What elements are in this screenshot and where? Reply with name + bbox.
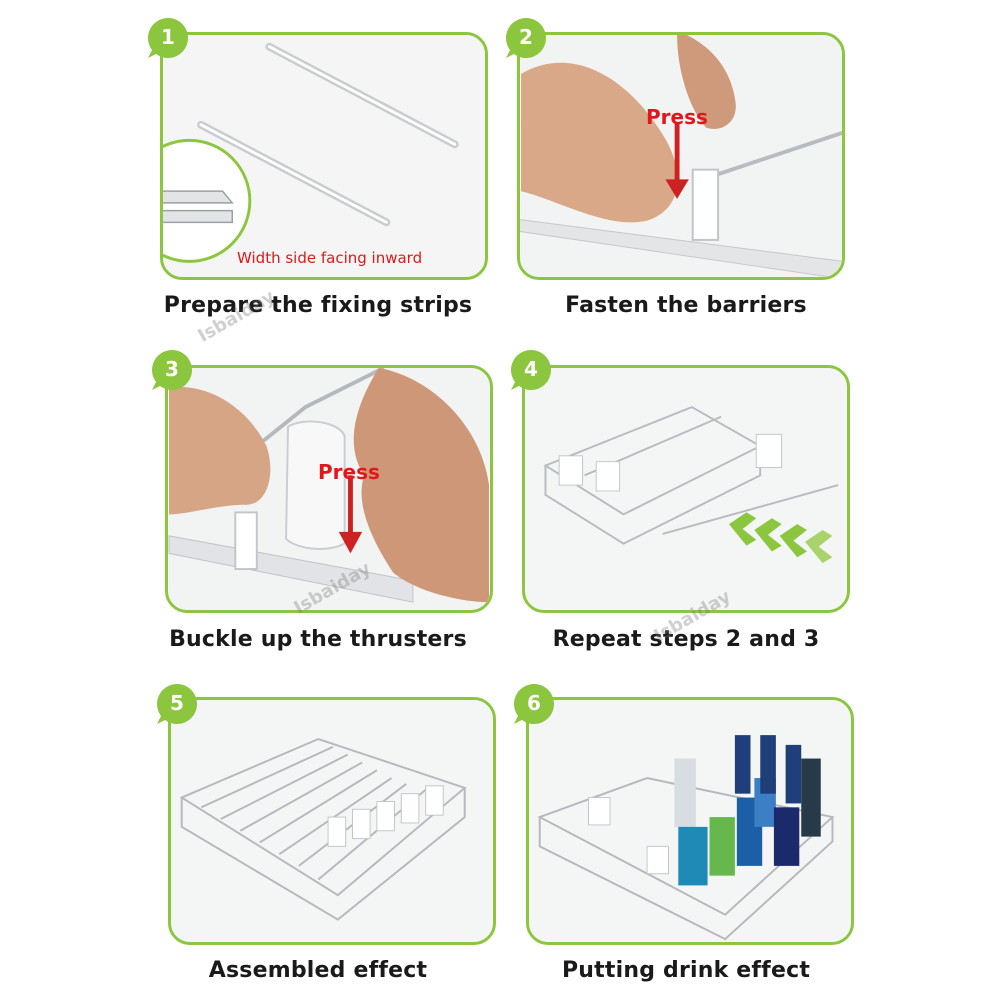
step-4-badge: 4 bbox=[509, 348, 553, 392]
thruster-buckle-photo bbox=[168, 368, 490, 610]
step-2-panel: Press bbox=[517, 32, 845, 280]
barrier-fastening-photo bbox=[520, 35, 842, 277]
step-2-number: 2 bbox=[519, 25, 533, 49]
step-3-caption: Buckle up the thrusters bbox=[169, 627, 467, 652]
fixing-strips-illustration bbox=[163, 35, 485, 277]
repeat-steps-illustration bbox=[525, 368, 847, 610]
width-side-note: Width side facing inward bbox=[237, 249, 423, 267]
step-5-number: 5 bbox=[170, 691, 184, 715]
step-1-badge: 1 bbox=[146, 16, 190, 60]
step-5-badge: 5 bbox=[155, 682, 199, 726]
step-3-panel: Press bbox=[165, 365, 493, 613]
step-1-number: 1 bbox=[161, 25, 175, 49]
step-2-caption: Fasten the barriers bbox=[565, 293, 807, 318]
press-label-step-2: Press bbox=[646, 105, 708, 129]
step-5-caption: Assembled effect bbox=[208, 958, 428, 983]
step-6-number: 6 bbox=[527, 691, 541, 715]
step-6-panel bbox=[526, 697, 854, 945]
assembled-organizer-illustration bbox=[171, 700, 493, 942]
step-1-caption: Prepare the fixing strips bbox=[163, 293, 473, 318]
step-4-number: 4 bbox=[524, 357, 538, 381]
step-1-panel: Width side facing inward bbox=[160, 32, 488, 280]
step-6-badge: 6 bbox=[512, 682, 556, 726]
step-5-panel bbox=[168, 697, 496, 945]
step-6-caption: Putting drink effect bbox=[561, 958, 811, 983]
press-label-step-3: Press bbox=[318, 460, 380, 484]
organizer-with-drinks-photo bbox=[529, 700, 851, 942]
step-3-number: 3 bbox=[165, 357, 179, 381]
step-4-panel bbox=[522, 365, 850, 613]
step-2-badge: 2 bbox=[504, 16, 548, 60]
step-3-badge: 3 bbox=[150, 348, 194, 392]
step-4-caption: Repeat steps 2 and 3 bbox=[552, 627, 820, 652]
